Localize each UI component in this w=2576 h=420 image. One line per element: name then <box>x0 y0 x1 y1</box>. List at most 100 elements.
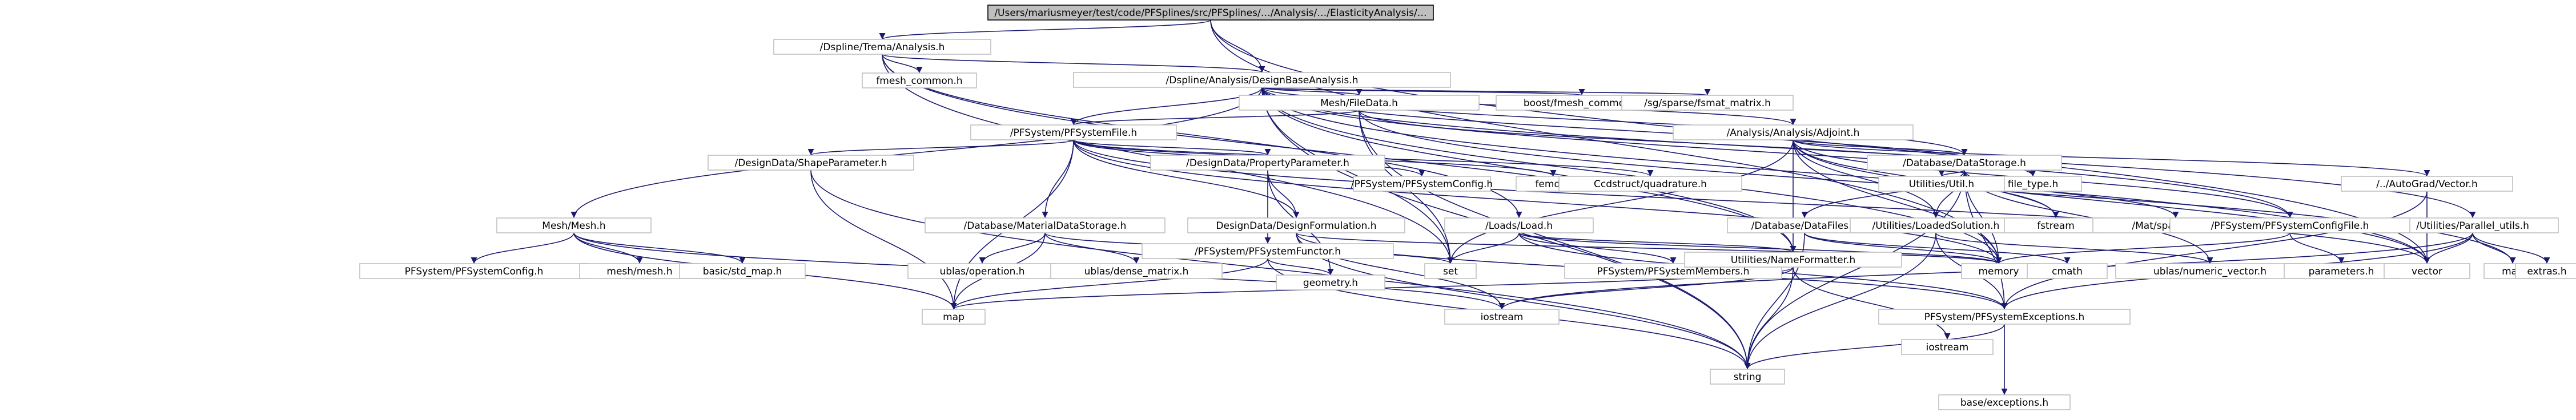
node-set[interactable]: set <box>1424 263 1477 279</box>
edge-root-to-vector <box>1210 19 2430 264</box>
node-memory[interactable]: memory <box>1961 263 2036 279</box>
node-box <box>1901 339 1994 355</box>
node-label: boost/fmesh_common.h <box>1524 98 1640 109</box>
node-box <box>1867 155 2062 171</box>
node-label: geometry.h <box>1303 277 1358 289</box>
node-params[interactable]: parameters.h <box>2284 263 2399 279</box>
node-pfscfg[interactable]: PFSystem/PFSystemConfig.h <box>359 263 589 279</box>
edge-base-to-pfsc <box>1261 87 2293 219</box>
node-loads[interactable]: /Loads/Load.h <box>1444 217 1594 233</box>
edge-adjoint-to-memory <box>1793 139 2002 264</box>
node-extra[interactable]: extras.h <box>2515 263 2576 279</box>
edge-meshmesh-to-basicmap <box>573 232 746 264</box>
node-tfa[interactable]: /Dspline/Trema/Analysis.h <box>773 39 991 55</box>
node-label: ublas/operation.h <box>939 266 1024 277</box>
node-designshape[interactable]: /DesignData/ShapeParameter.h <box>708 155 914 171</box>
edge-meshfiles-to-fsys <box>1070 110 1360 126</box>
edge-adjoint-to-autograd <box>1793 139 2430 177</box>
node-numvec[interactable]: ublas/numeric_vector.h <box>2115 263 2305 279</box>
node-label: /PFSystem/PFSystemConfig.h <box>1351 179 1493 190</box>
node-designprop[interactable]: /DesignData/PropertyParameter.h <box>1150 155 1385 171</box>
node-adjoint[interactable]: /Analysis/Analysis/Adjoint.h <box>1673 124 1914 140</box>
node-pfsc[interactable]: /PFSystem/PFSystemConfigFile.h <box>2169 217 2410 233</box>
edge-dbstor-to-pfsexc <box>1964 169 2008 310</box>
node-label: Mesh/Mesh.h <box>542 220 605 232</box>
edge-loads-to-pfsmembers <box>1518 232 1677 264</box>
node-ublas[interactable]: ublas/operation.h <box>907 263 1057 279</box>
node-label: fstream <box>2037 220 2075 232</box>
node-string[interactable]: string <box>1710 369 1785 385</box>
node-label: /Database/MaterialDataStorage.h <box>964 220 1127 232</box>
node-basicmap[interactable]: basic/std_map.h <box>679 263 806 279</box>
node-label: iostream <box>1926 342 1969 353</box>
node-box <box>1684 252 1902 268</box>
node-iostr2[interactable]: iostream <box>1901 339 1994 355</box>
node-densem[interactable]: ublas/dense_matrix.h <box>1050 263 1223 279</box>
node-base[interactable]: /Dspline/Analysis/DesignBaseAnalysis.h <box>1073 72 1451 88</box>
node-box <box>862 72 977 88</box>
node-label: iostream <box>1481 312 1524 323</box>
edge-designshape-to-cmap <box>810 169 957 310</box>
node-cfg[interactable]: /PFSystem/PFSystemConfig.h <box>1351 176 1493 192</box>
node-fmesh[interactable]: fmesh_common.h <box>862 72 977 88</box>
node-box <box>359 263 589 279</box>
node-cdstr[interactable]: Ccdstruct/quadrature.h <box>1558 176 1742 192</box>
node-geom[interactable]: geometry.h <box>1276 274 1385 290</box>
edge-root-to-base <box>1210 19 1265 73</box>
node-fsys[interactable]: /PFSystem/PFSystemFile.h <box>970 124 1177 140</box>
edge-designform-to-memory <box>1296 232 2002 264</box>
edge-designprop-to-designform <box>1267 169 1300 219</box>
node-root[interactable]: /Users/mariusmeyer/test/code/PFSplines/s… <box>987 5 1434 21</box>
edge-adjoint-to-set <box>1447 139 1794 264</box>
node-label: /PFSystem/PFSystemConfigFile.h <box>2211 220 2369 232</box>
node-box <box>1353 176 1491 192</box>
node-util1[interactable]: Utilities/Util.h <box>1878 176 2005 192</box>
node-loadedsol[interactable]: /Utilities/LoadedSolution.h <box>1850 217 2022 233</box>
node-iostream[interactable]: iostream <box>1444 309 1560 325</box>
node-autograd[interactable]: /../AutoGrad/Vector.h <box>2341 176 2513 192</box>
node-label: /PFSystem/PFSystemFile.h <box>1010 127 1137 139</box>
edge-adjoint-to-dbstor <box>1793 139 1968 156</box>
node-utilname[interactable]: Utilities/NameFormatter.h <box>1684 252 1902 268</box>
node-label: /Utilities/Parallel_utils.h <box>2416 220 2529 232</box>
node-label: /../AutoGrad/Vector.h <box>2376 179 2478 190</box>
node-label: PFSystem/PFSystemMembers.h <box>1597 266 1750 277</box>
edge-adjoint-to-vector <box>1793 139 2430 264</box>
node-baseexc[interactable]: base/exceptions.h <box>1938 394 2071 410</box>
node-box <box>925 217 1166 233</box>
node-box <box>1142 243 1394 259</box>
node-cmath[interactable]: cmath <box>2027 263 2108 279</box>
node-pfsexc[interactable]: PFSystem/PFSystemExceptions.h <box>1878 309 2131 325</box>
node-label: map <box>943 312 965 323</box>
edge-dbstor-to-util1 <box>1938 169 1965 177</box>
node-box <box>1424 263 1477 279</box>
node-box <box>1938 394 2071 410</box>
node-meshfiles[interactable]: Mesh/FileData.h <box>1239 95 1480 111</box>
node-designform[interactable]: DesignData/DesignFormulation.h <box>1187 217 1405 233</box>
node-box <box>907 263 1057 279</box>
node-meshmesh[interactable]: Mesh/Mesh.h <box>496 217 652 233</box>
node-dbstor[interactable]: /Database/DataStorage.h <box>1867 155 2062 171</box>
node-cmap[interactable]: map <box>922 309 986 325</box>
node-box <box>1239 95 1480 111</box>
node-vector[interactable]: vector <box>2384 263 2470 279</box>
node-label: set <box>1443 266 1458 277</box>
node-label: Mesh/FileData.h <box>1320 98 1398 109</box>
node-label: extras.h <box>2527 266 2566 277</box>
node-fstream[interactable]: fstream <box>2004 217 2108 233</box>
edge-utilname-to-string <box>1744 266 1794 370</box>
edge-base-to-fsmat <box>1261 87 1710 96</box>
edge-utilname-to-iostr2 <box>1793 266 1951 340</box>
node-pfsfunc[interactable]: /PFSystem/PFSystemFunctor.h <box>1142 243 1394 259</box>
edge-parallel-to-extra <box>2472 232 2550 264</box>
edge-fsys-to-matfile <box>1042 139 1074 219</box>
node-box <box>2115 263 2305 279</box>
node-label: memory <box>1978 266 2019 277</box>
node-parallel[interactable]: /Utilities/Parallel_utils.h <box>2386 217 2559 233</box>
edge-fsys-to-designprop <box>1073 139 1271 156</box>
edge-pfsfunc-to-geom <box>1267 258 1334 276</box>
node-fsmat[interactable]: /sg/sparse/fsmat_matrix.h <box>1621 95 1794 111</box>
node-matfile[interactable]: /Database/MaterialDataStorage.h <box>925 217 1166 233</box>
node-label: file_type.h <box>2008 179 2059 190</box>
node-box <box>1558 176 1742 192</box>
